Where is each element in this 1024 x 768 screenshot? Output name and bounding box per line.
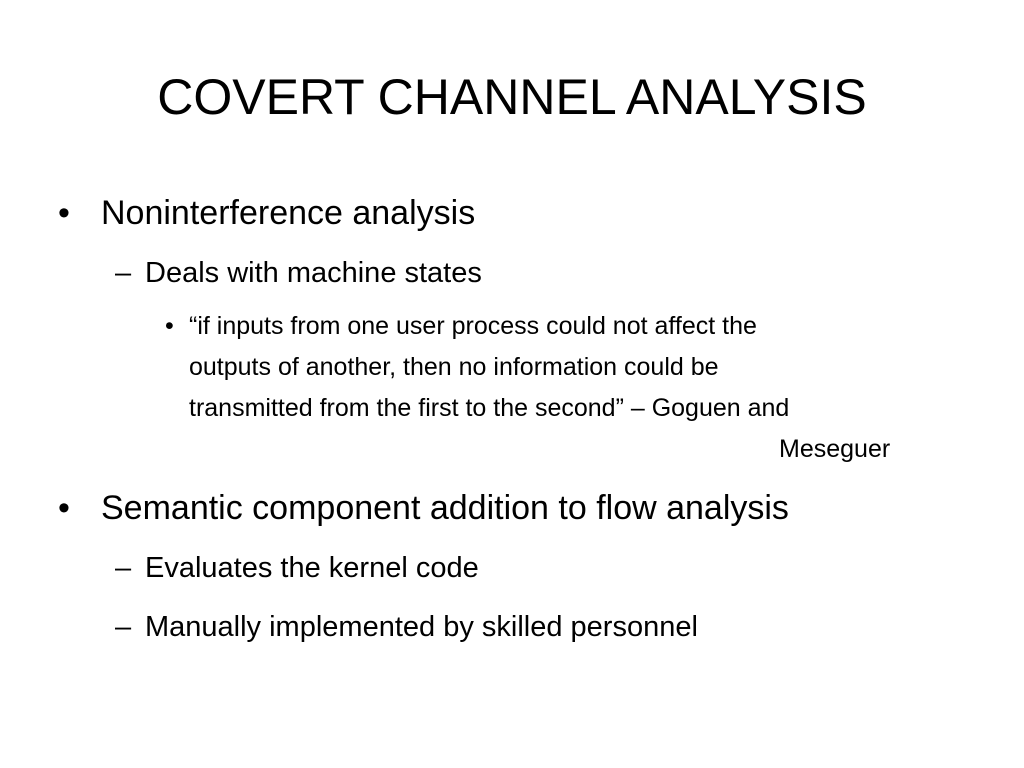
quote-line-3: transmitted from the first to the second… <box>189 394 790 422</box>
dash-marker: – <box>115 552 132 584</box>
bullet-marker: • <box>165 312 174 340</box>
dash-marker: – <box>115 257 132 289</box>
quote-line-2: outputs of another, then no information … <box>189 353 719 381</box>
quote-attribution: Meseguer <box>779 435 891 463</box>
bullet-noninterference: Noninterference analysis <box>101 194 476 232</box>
bullet-semantic-component: Semantic component addition to flow anal… <box>101 489 789 527</box>
bullet-marker: • <box>58 194 70 232</box>
sub-bullet-machine-states: Deals with machine states <box>145 257 482 289</box>
quote-line-1: “if inputs from one user process could n… <box>189 312 757 340</box>
sub-bullet-kernel-code: Evaluates the kernel code <box>145 552 479 584</box>
dash-marker: – <box>115 611 132 643</box>
sub-bullet-manual-implementation: Manually implemented by skilled personne… <box>145 611 698 643</box>
slide-title: COVERT CHANNEL ANALYSIS <box>157 69 867 125</box>
bullet-marker: • <box>58 489 70 527</box>
